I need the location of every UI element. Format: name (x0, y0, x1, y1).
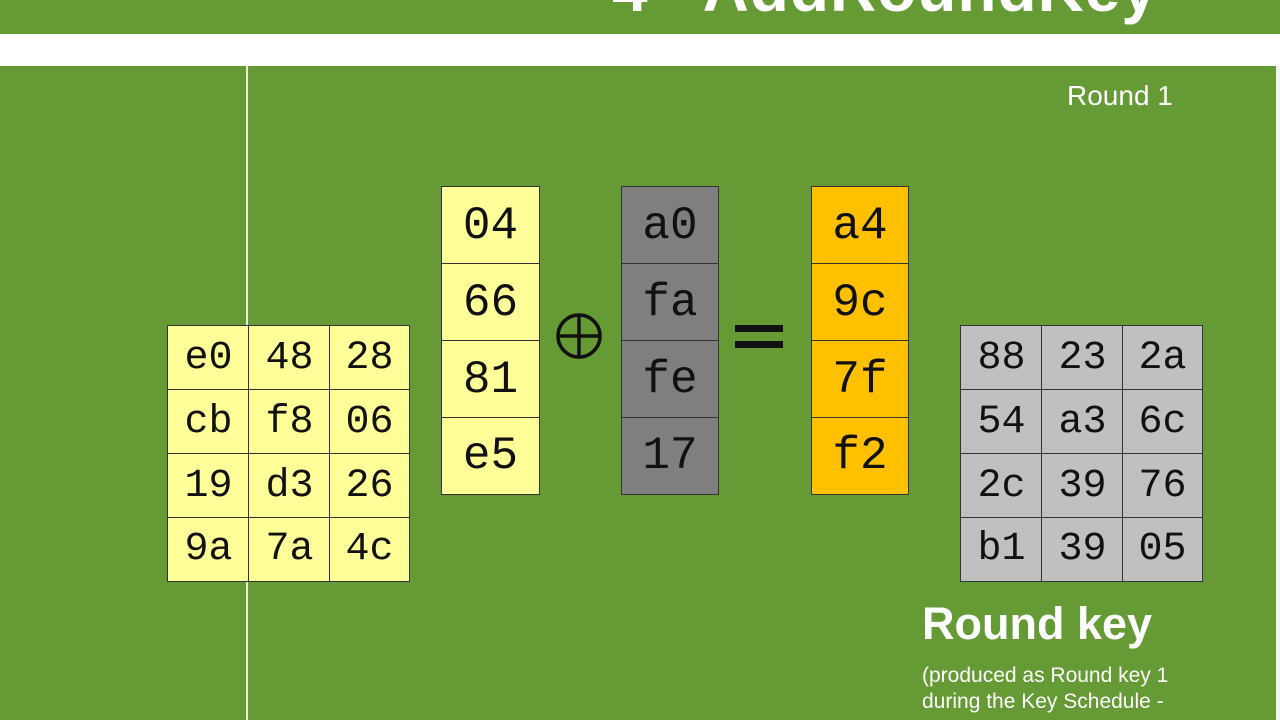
title-underline-band (0, 34, 1280, 66)
round-key-cell: 6c (1122, 389, 1203, 455)
round-key-cell: 23 (1041, 325, 1124, 391)
input-column-cell: 66 (441, 263, 540, 342)
round-key-cell: 05 (1122, 517, 1203, 582)
round-key-cell: a3 (1041, 389, 1124, 455)
key-column-cell: a0 (621, 186, 719, 265)
round-key-cell: 39 (1041, 517, 1124, 582)
key-column-cell: fe (621, 340, 719, 419)
result-column-cell: a4 (811, 186, 909, 265)
state-cell: d3 (248, 453, 331, 519)
round-key-cell: 88 (960, 325, 1043, 391)
result-column-cell: 7f (811, 340, 909, 419)
slide-title: 4 AddRoundKey (612, 0, 1158, 26)
state-cell: cb (167, 389, 250, 455)
round-key-title: Round key (922, 598, 1153, 649)
round-key-cell: 2c (960, 453, 1043, 519)
round-key-note-line-1: (produced as Round key 1 (922, 664, 1169, 687)
round-key-cell: 39 (1041, 453, 1124, 519)
round-key-cell: b1 (960, 517, 1043, 582)
state-cell: 28 (329, 325, 410, 391)
state-cell: 48 (248, 325, 331, 391)
input-column-cell: e5 (441, 417, 540, 495)
state-cell: 9a (167, 517, 250, 582)
state-cell: 26 (329, 453, 410, 519)
equals-operator-icon (735, 325, 785, 351)
state-cell: 19 (167, 453, 250, 519)
state-cell: f8 (248, 389, 331, 455)
input-column-cell: 04 (441, 186, 540, 265)
state-cell: 06 (329, 389, 410, 455)
round-key-cell: 54 (960, 389, 1043, 455)
round-key-cell: 2a (1122, 325, 1203, 391)
state-cell: 4c (329, 517, 410, 582)
result-column-cell: f2 (811, 417, 909, 495)
xor-operator-icon (556, 313, 602, 359)
input-column-cell: 81 (441, 340, 540, 419)
slide-title-bar: 4 AddRoundKey (0, 0, 1280, 34)
right-edge-strip (1276, 66, 1280, 720)
key-column-cell: fa (621, 263, 719, 342)
result-column-cell: 9c (811, 263, 909, 342)
round-key-cell: 76 (1122, 453, 1203, 519)
key-column-cell: 17 (621, 417, 719, 495)
state-cell: e0 (167, 325, 250, 391)
state-cell: 7a (248, 517, 331, 582)
round-label: Round 1 (1067, 80, 1173, 111)
round-key-note-line-2: during the Key Schedule - (922, 690, 1164, 713)
